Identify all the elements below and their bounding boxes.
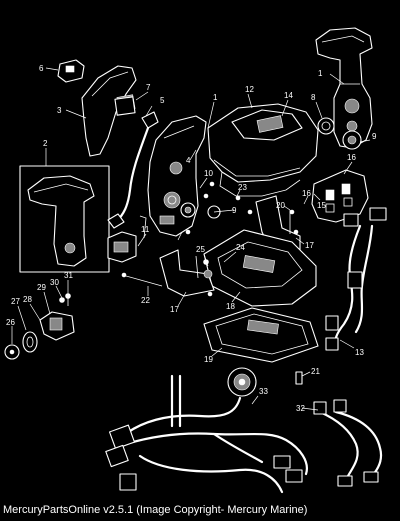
handle-inset-box [19, 165, 110, 273]
callout-9-right: 9 [372, 132, 377, 141]
callout-15: 15 [317, 201, 326, 210]
callout-5: 5 [160, 96, 165, 105]
switch-panel-part-15 [311, 169, 369, 223]
control-housing-center [147, 115, 207, 237]
harness-part-32 [313, 399, 383, 487]
callout-22: 22 [141, 296, 150, 305]
callout-18: 18 [226, 302, 235, 311]
cap-part-6 [57, 59, 85, 83]
callout-25: 25 [196, 245, 205, 254]
cap-part-8 [317, 117, 335, 135]
callout-16-upper: 16 [347, 153, 356, 162]
callout-4-upper: 4 [186, 156, 191, 165]
top-cover-part-12 [207, 103, 319, 197]
gasket-part-19 [203, 307, 319, 363]
roller-part-27 [22, 331, 38, 353]
callout-2: 2 [43, 139, 48, 148]
screw-part-21 [295, 371, 303, 385]
gear-part-9-right [342, 130, 362, 150]
callout-labels: 1 1 2 3 4 5 6 7 8 9 9 10 11 12 13 14 15 … [6, 64, 377, 413]
plate-part-7 [114, 96, 136, 116]
control-handle-right [315, 27, 373, 149]
callout-24: 24 [236, 243, 245, 252]
callout-1-right: 1 [318, 69, 323, 78]
callout-3: 3 [57, 106, 62, 115]
callout-27: 27 [11, 297, 20, 306]
mounting-tray-part-18 [203, 229, 317, 307]
callout-1-center: 1 [213, 93, 218, 102]
callout-6: 6 [39, 64, 44, 73]
copyright-footer: MercuryPartsOnline v2.5.1 (Image Copyrig… [3, 504, 308, 516]
callout-26: 26 [6, 318, 15, 327]
callout-28: 28 [23, 295, 32, 304]
callout-19: 19 [204, 355, 213, 364]
callout-33: 33 [259, 387, 268, 396]
base-plate-part-11 [107, 231, 137, 263]
bracket-part-28-29 [39, 311, 75, 341]
leader-lines [11, 67, 371, 411]
callout-10: 10 [204, 169, 213, 178]
small-fasteners [139, 181, 253, 239]
harness-part-13 [325, 207, 387, 351]
callout-14: 14 [284, 91, 293, 100]
callout-29: 29 [37, 283, 46, 292]
knob-part-26 [4, 344, 20, 360]
callout-30: 30 [50, 278, 59, 287]
bolt-part-22 [121, 272, 163, 287]
callout-8: 8 [311, 93, 316, 102]
callout-11: 11 [141, 225, 150, 234]
callout-13: 13 [355, 348, 364, 357]
pins-part-30-31 [59, 293, 71, 306]
callout-17-left: 17 [170, 305, 179, 314]
callout-23: 23 [238, 183, 247, 192]
callout-16-lower: 16 [302, 189, 311, 198]
callout-31: 31 [64, 271, 73, 280]
callout-21: 21 [311, 367, 320, 376]
callout-9-center: 9 [232, 206, 237, 215]
callout-17-right: 17 [305, 241, 314, 250]
callout-20: 20 [276, 201, 285, 210]
callout-7: 7 [146, 83, 151, 92]
bracket-part-17-left [159, 249, 215, 297]
harness-part-33 [105, 367, 308, 494]
callout-32: 32 [296, 404, 305, 413]
callout-12: 12 [245, 85, 254, 94]
